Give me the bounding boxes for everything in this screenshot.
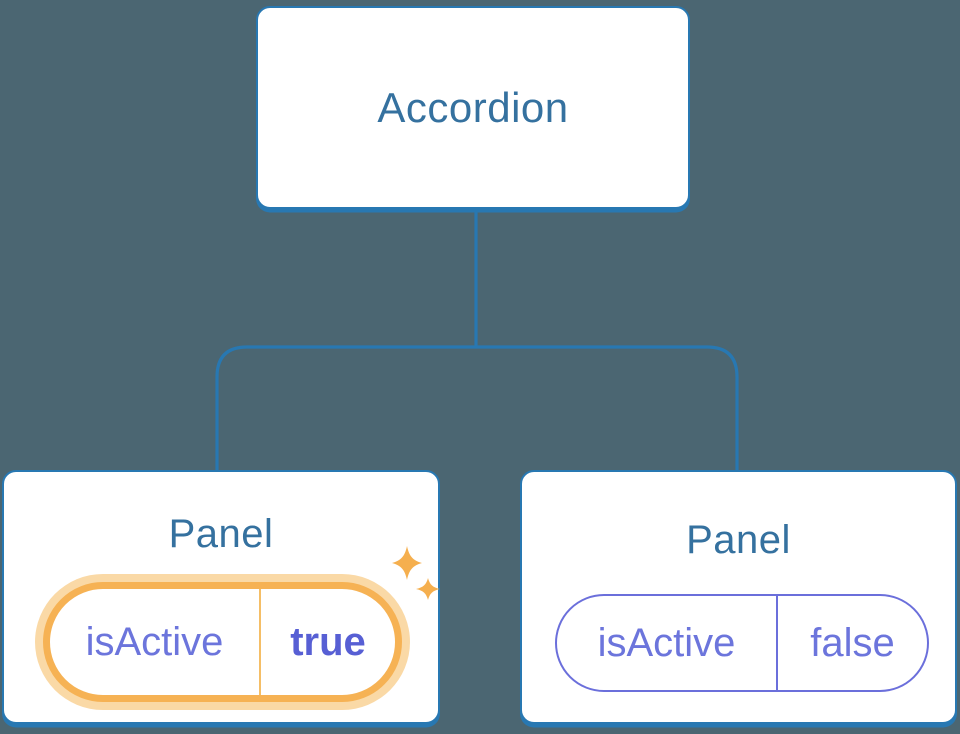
state-value-label: true: [290, 619, 366, 664]
state-name-label: isActive: [557, 596, 778, 690]
panel-title: Panel: [686, 518, 791, 562]
branch-line: [215, 345, 739, 473]
sparkle-small-icon: [416, 578, 440, 600]
panel-title: Panel: [168, 512, 274, 556]
panel-node-inactive: Panel isActive false: [520, 470, 957, 724]
panel-node-active: Panel isActive true: [2, 470, 440, 724]
state-name-label: isActive: [50, 589, 261, 695]
sparkles-icon: [392, 546, 440, 600]
accordion-label: Accordion: [377, 83, 569, 131]
sparkle-large-icon: [392, 546, 422, 580]
accordion-node: Accordion: [256, 6, 690, 209]
state-value-label: false: [810, 620, 895, 665]
state-pill-active: isActive true: [43, 582, 402, 702]
state-pill-inactive: isActive false: [555, 594, 929, 692]
